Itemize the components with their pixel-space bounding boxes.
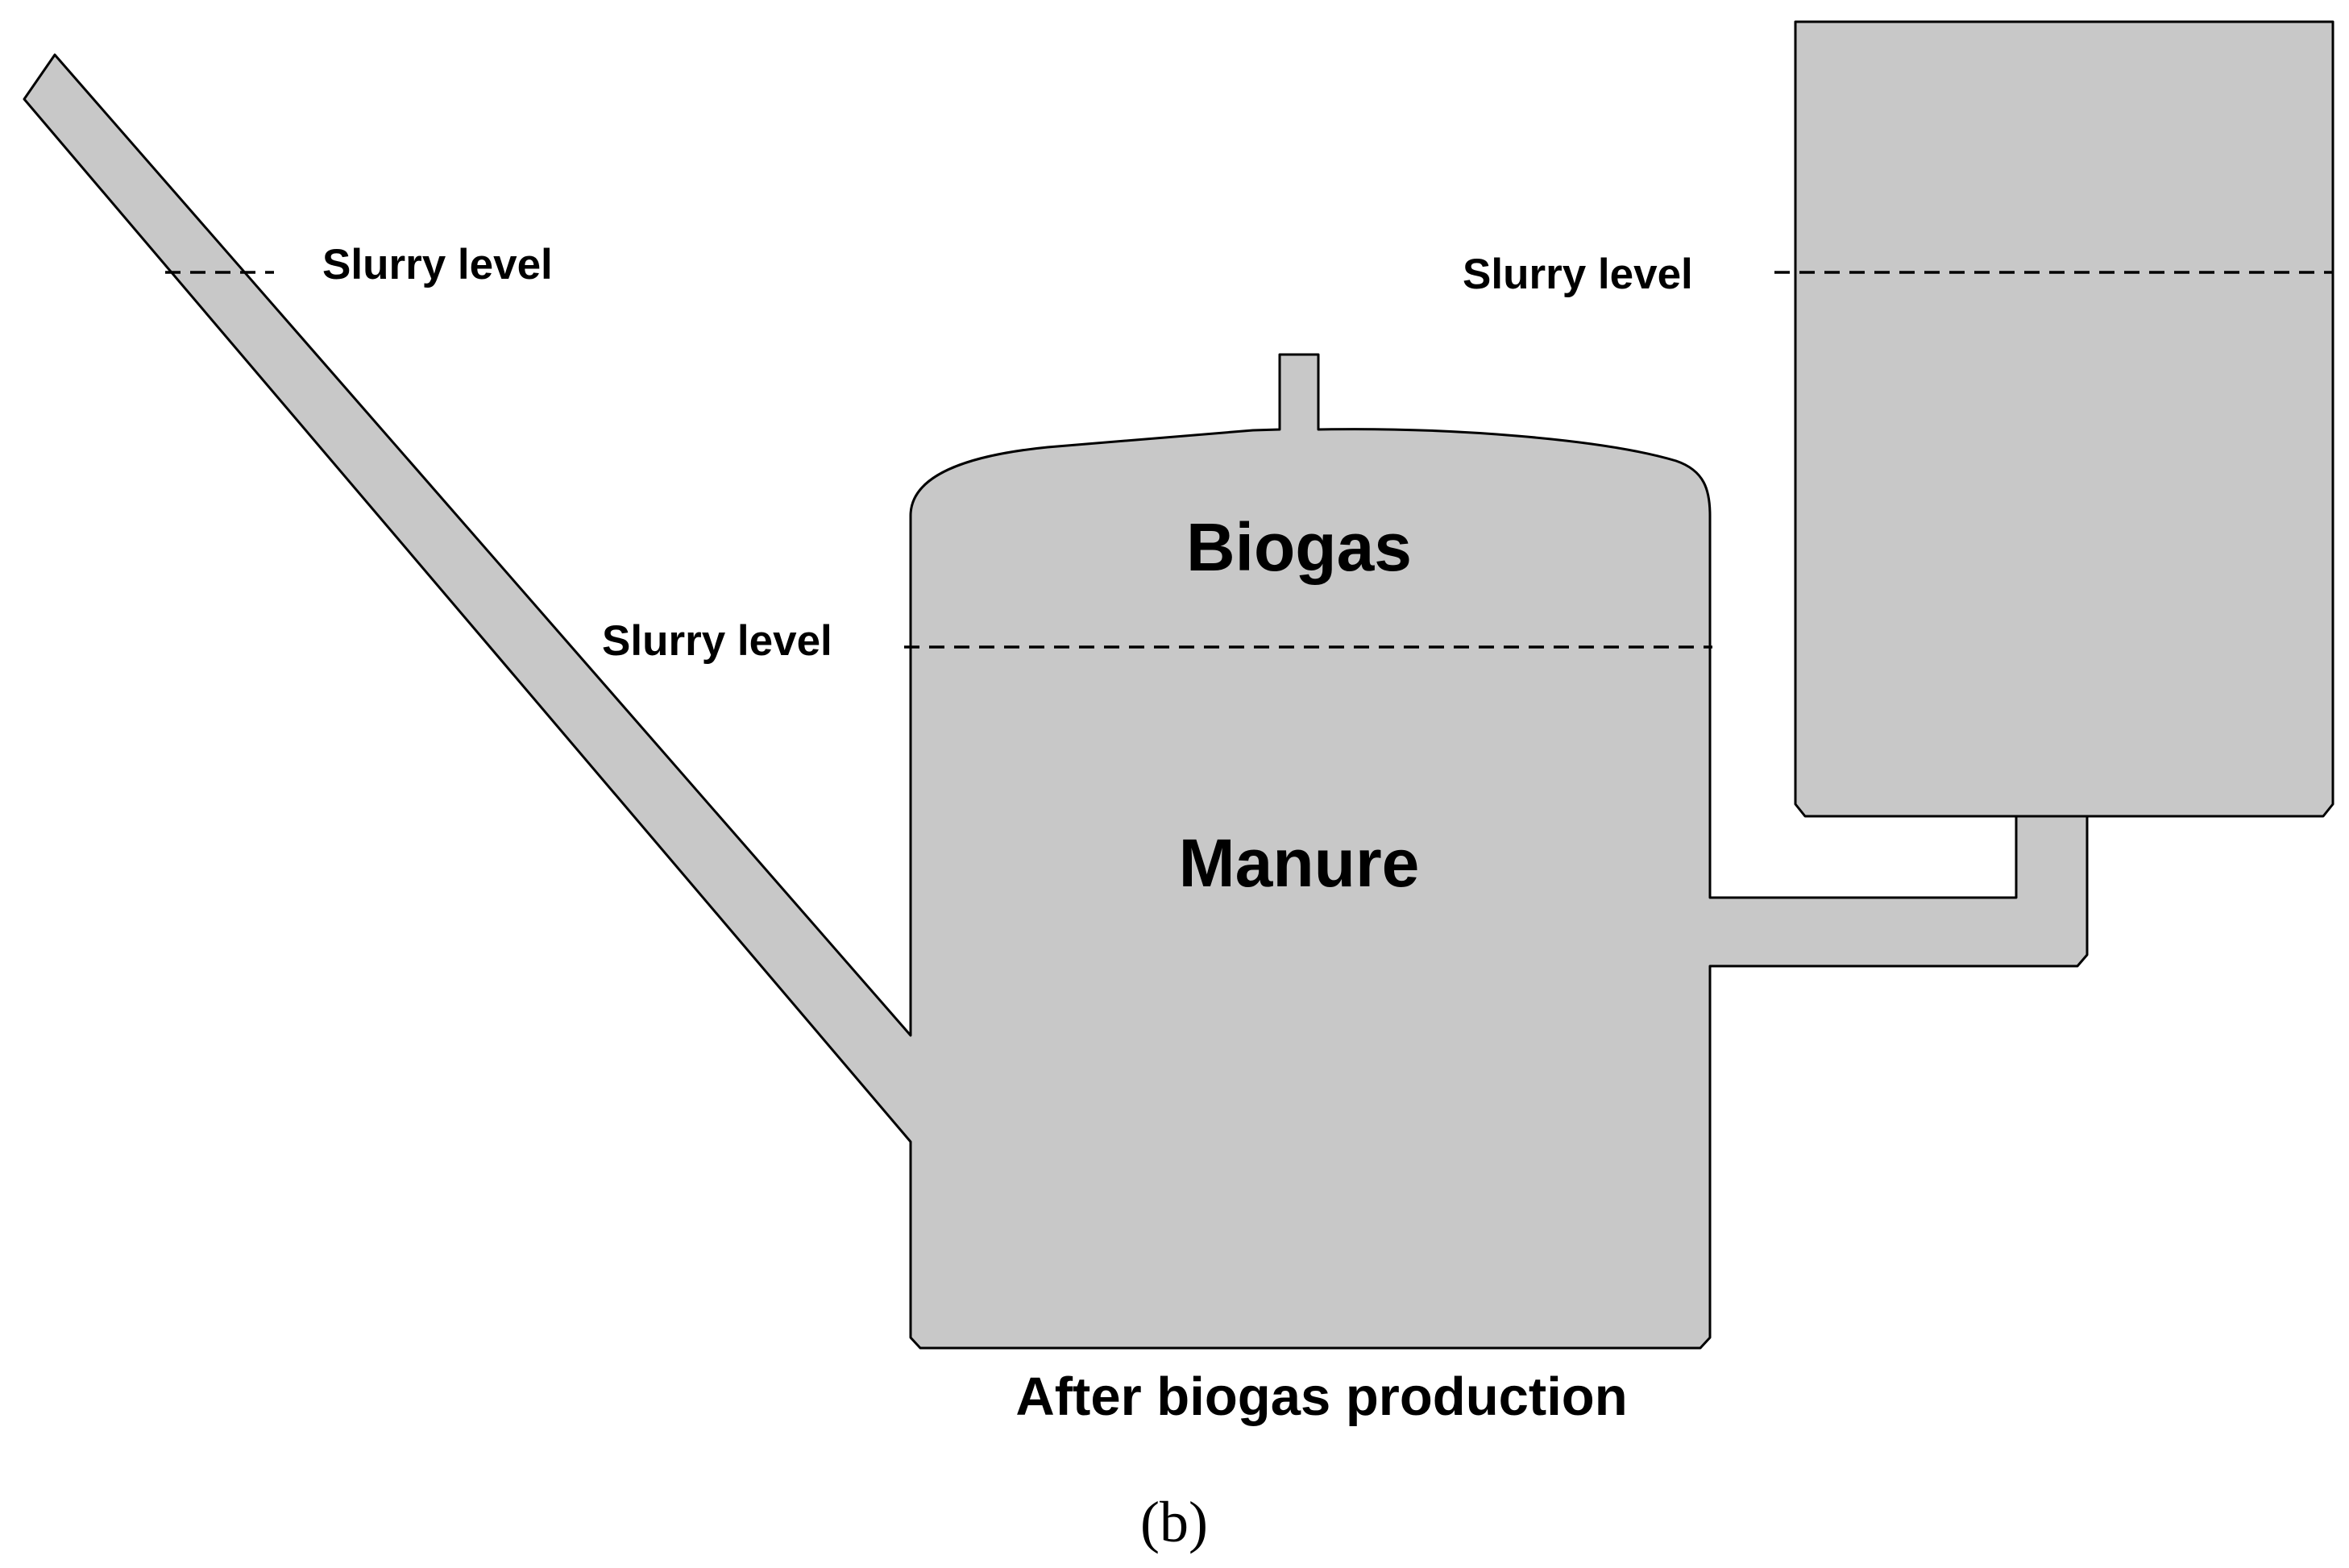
biogas-zone-label: Biogas	[1186, 509, 1412, 585]
digester-slurry-level-label: Slurry level	[602, 617, 832, 665]
stage-caption: After biogas production	[1015, 1367, 1627, 1427]
digester-body	[23, 53, 2089, 1350]
inlet-slurry-level-label: Slurry level	[322, 241, 553, 288]
panel-label: (b)	[1140, 1490, 1208, 1554]
outlet-tank	[1794, 20, 2334, 818]
outlet-slurry-level-label: Slurry level	[1463, 251, 1693, 298]
manure-zone-label: Manure	[1179, 825, 1420, 901]
